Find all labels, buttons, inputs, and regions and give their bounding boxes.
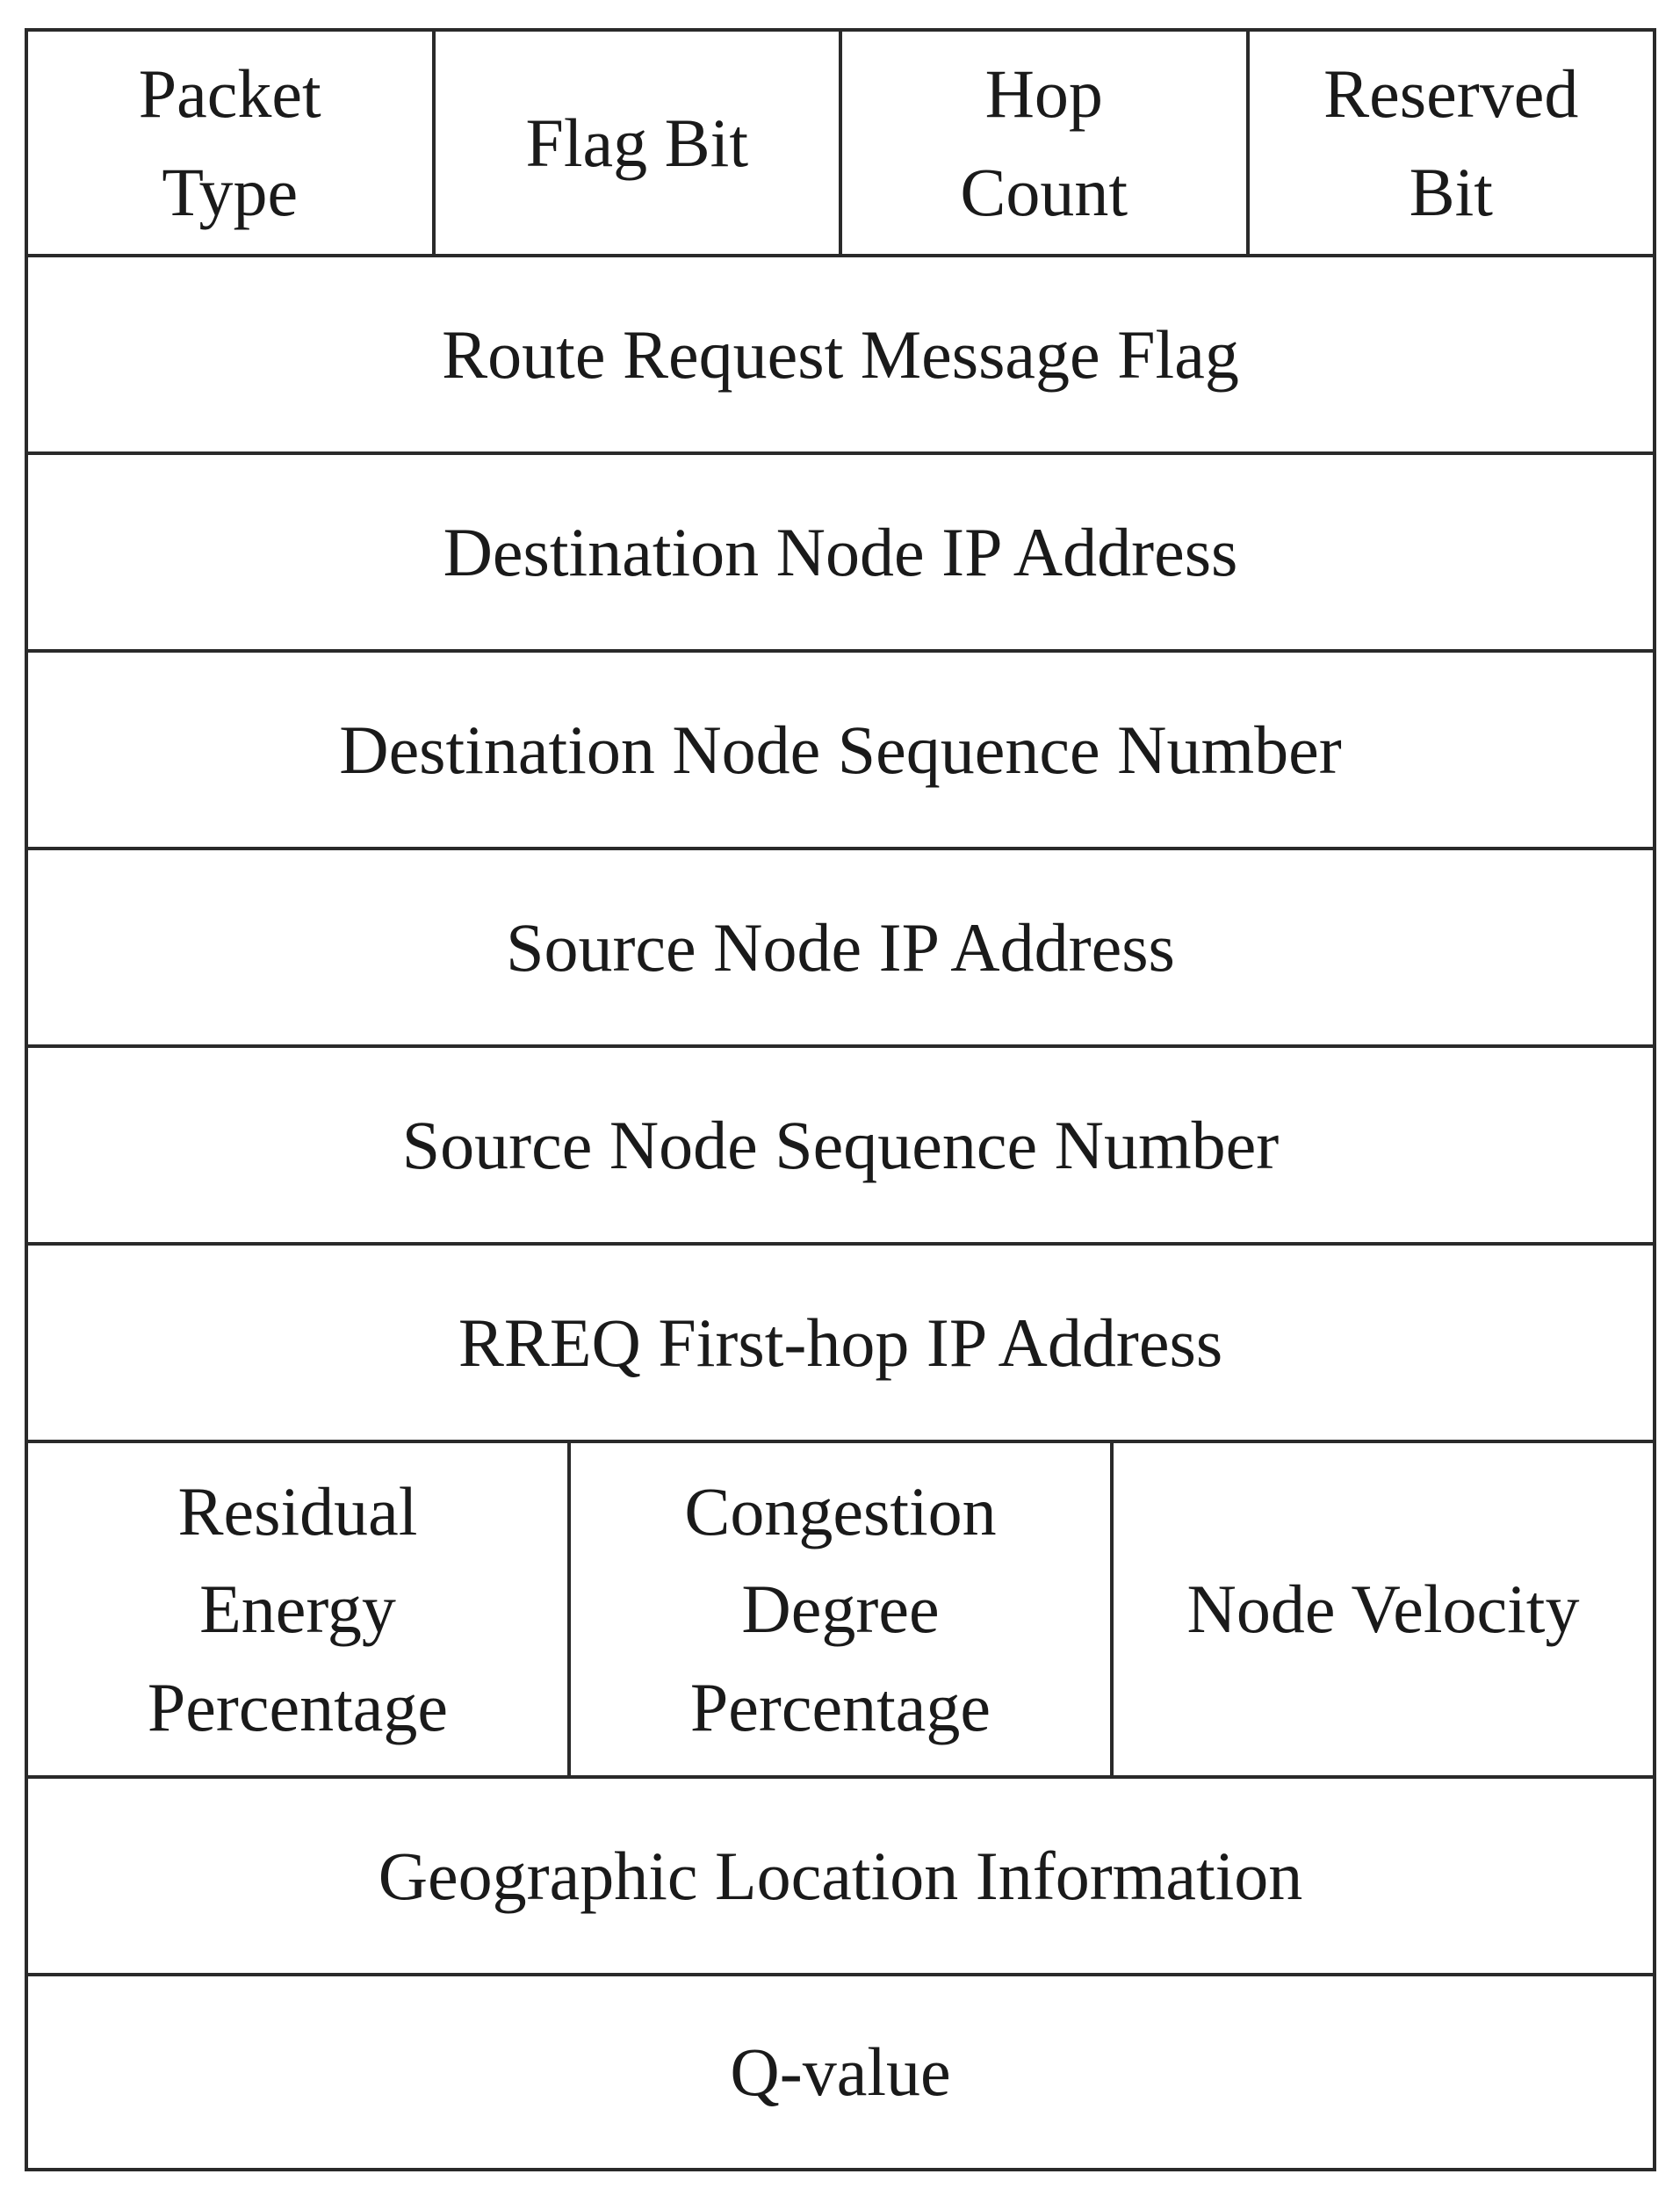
route-request-message-flag-field: Route Request Message Flag xyxy=(442,315,1239,393)
route-request-message-flag-row: Route Request Message Flag xyxy=(28,257,1653,455)
source-node-sequence-row: Source Node Sequence Number xyxy=(28,1048,1653,1246)
destination-node-sequence-row: Destination Node Sequence Number xyxy=(28,653,1653,850)
rreq-packet-format-diagram: Packet Type Flag Bit Hop Count Reserved … xyxy=(25,28,1656,2171)
metric-fields-row: Residual Energy Percentage Congestion De… xyxy=(28,1443,1653,1779)
reserved-bit-field: Reserved Bit xyxy=(1323,54,1579,230)
rreq-first-hop-ip-row: RREQ First-hop IP Address xyxy=(28,1246,1653,1443)
node-velocity-field: Node Velocity xyxy=(1186,1571,1580,1648)
congestion-degree-percentage-field: Congestion Degree Percentage xyxy=(571,1443,1114,1775)
source-node-sequence-field: Source Node Sequence Number xyxy=(401,1106,1280,1183)
destination-node-sequence-field: Destination Node Sequence Number xyxy=(339,711,1342,788)
q-value-field: Q-value xyxy=(730,2033,951,2111)
hop-count-field: Hop Count xyxy=(842,32,1250,254)
source-node-ip-field: Source Node IP Address xyxy=(506,908,1175,986)
residual-energy-percentage-field: Residual Energy Percentage xyxy=(28,1443,571,1775)
source-node-ip-row: Source Node IP Address xyxy=(28,850,1653,1048)
packet-type-field: Packet Type xyxy=(28,32,436,254)
destination-node-ip-field: Destination Node IP Address xyxy=(443,513,1238,590)
destination-node-ip-row: Destination Node IP Address xyxy=(28,455,1653,653)
rreq-first-hop-ip-field: RREQ First-hop IP Address xyxy=(458,1304,1223,1381)
flag-bit-field: Flag Bit xyxy=(436,32,842,254)
geographic-location-row: Geographic Location Information xyxy=(28,1779,1653,1976)
geographic-location-field: Geographic Location Information xyxy=(378,1837,1303,1914)
header-fields-row: Packet Type Flag Bit Hop Count Reserved … xyxy=(28,32,1653,257)
q-value-row: Q-value xyxy=(28,1976,1653,2168)
